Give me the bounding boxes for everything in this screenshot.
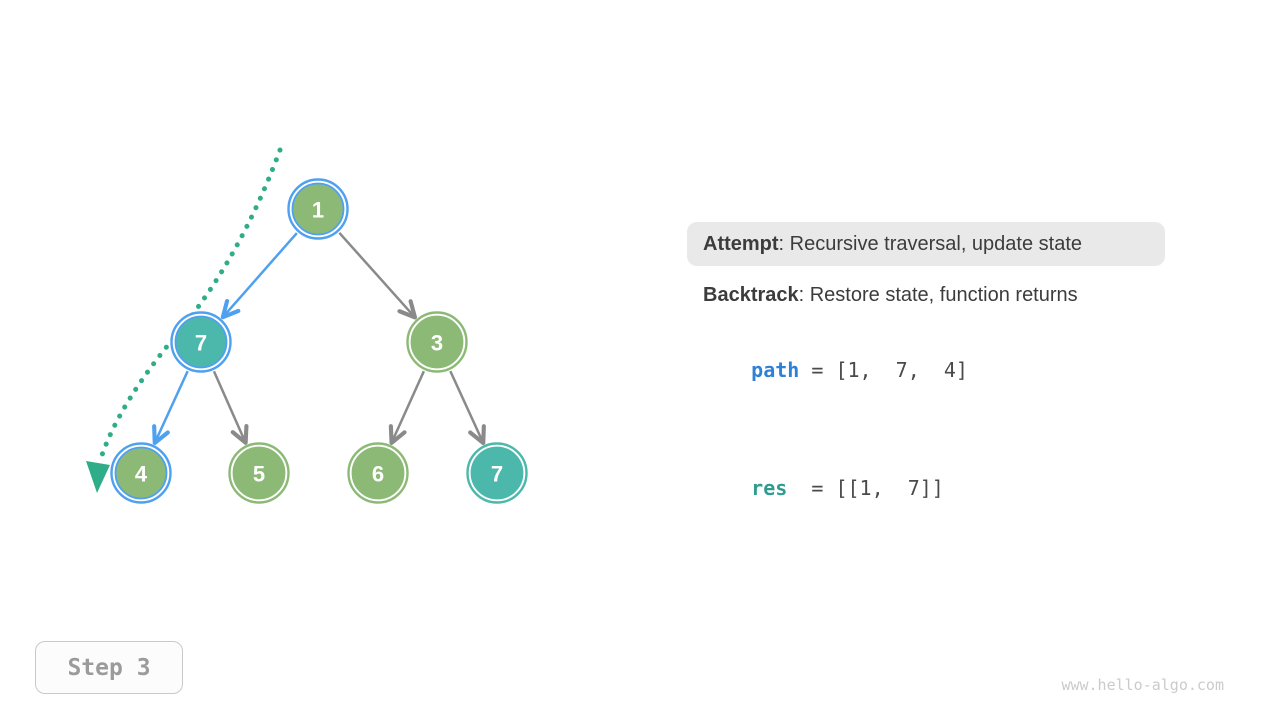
backtrack-label: Backtrack [703, 283, 799, 306]
tree-node-value: 4 [135, 462, 148, 487]
tree-node-7R: 7 [466, 442, 528, 504]
tree-node-6: 6 [347, 442, 409, 504]
backtrack-text: : Restore state, function returns [798, 283, 1078, 306]
tree-edge-1-7L [220, 232, 298, 320]
path-state-line: path = [1, 7, 4] [703, 334, 968, 406]
attempt-label: Attempt [703, 232, 779, 255]
res-state-line: res = [[1, 7]] [703, 452, 944, 524]
tree-node-3: 3 [406, 311, 468, 373]
watermark: www.hello-algo.com [1061, 676, 1224, 694]
attempt-callout: Attempt: Recursive traversal, update sta… [687, 222, 1165, 266]
tree-edge-3-7R [449, 370, 486, 446]
path-value: = [1, 7, 4] [799, 358, 968, 382]
res-value: = [[1, 7]] [787, 476, 944, 500]
tree-node-value: 6 [372, 462, 384, 487]
tree-node-value: 5 [253, 462, 265, 487]
tree-node-value: 3 [431, 331, 443, 356]
traversal-trail-arrowhead-icon [86, 461, 110, 493]
attempt-text: : Recursive traversal, update state [778, 232, 1083, 255]
backtrack-caption: Backtrack: Restore state, function retur… [703, 283, 1078, 307]
traversal-trail-dotted [99, 147, 283, 458]
path-variable: path [751, 358, 800, 382]
tree-node-value: 7 [491, 462, 503, 487]
tree-node-value: 7 [195, 331, 207, 356]
res-variable: res [751, 476, 788, 500]
step-indicator-label: Step 3 [67, 654, 151, 681]
tree-node-4: 4 [110, 442, 172, 504]
tree-node-1: 1 [287, 178, 349, 240]
tree-node-7L: 7 [170, 311, 232, 373]
tree-node-value: 1 [312, 198, 324, 223]
step-indicator: Step 3 [35, 641, 183, 694]
tree-edge-7L-5 [212, 370, 249, 445]
tree-edge-3-6 [388, 370, 425, 445]
tree-edge-1-3 [338, 232, 418, 320]
tree-node-5: 5 [228, 442, 290, 504]
tree-edge-7L-4 [152, 370, 189, 446]
